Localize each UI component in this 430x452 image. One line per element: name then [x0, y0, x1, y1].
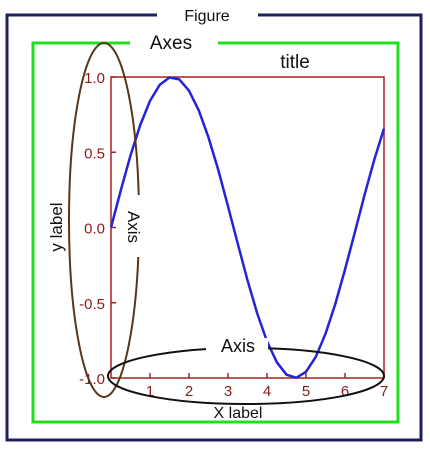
- y-tick-label: 1.0: [84, 70, 105, 87]
- x-tick-label: 3: [224, 383, 232, 400]
- y-axis-label-gap: [126, 195, 146, 257]
- x-label: X label: [214, 405, 263, 422]
- plot-title: title: [280, 52, 310, 73]
- axes-label: Axes: [150, 33, 192, 54]
- x-axis-label-gap: [206, 338, 268, 356]
- x-tick-label: 5: [302, 383, 310, 400]
- x-tick-label: 6: [341, 383, 349, 400]
- figure-label: Figure: [184, 8, 229, 25]
- y-tick-label: -0.5: [79, 296, 105, 313]
- y-tick-label: 0.0: [84, 221, 105, 238]
- x-tick-label: 4: [263, 383, 271, 400]
- x-tick-label: 7: [380, 383, 388, 400]
- x-tick-label: 2: [185, 383, 193, 400]
- sine-curve: [109, 76, 386, 380]
- y-label: y label: [47, 202, 66, 251]
- axes-border: [31, 41, 400, 424]
- y-tick-label: 0.5: [84, 145, 105, 162]
- plot-frame: [110, 76, 385, 379]
- y-tick-label: -1.0: [79, 371, 105, 388]
- x-tick-label: 1: [146, 383, 154, 400]
- y-axis-annotation: Axis: [124, 211, 143, 243]
- figure-border: [5, 13, 423, 442]
- tick-layer: 1 2 3 4 5 6 7 1.0 0.5 0.0 -0.5 -1.0: [79, 70, 388, 400]
- x-axis-annotation: Axis: [221, 336, 255, 356]
